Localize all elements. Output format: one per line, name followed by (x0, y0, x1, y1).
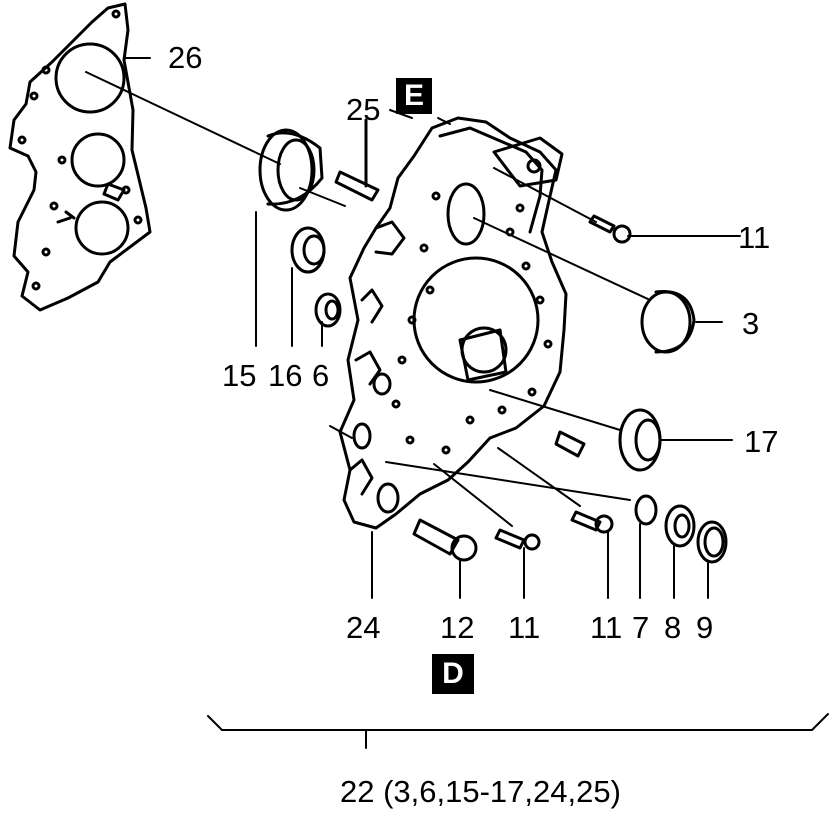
callout-11-mid: 11 (508, 610, 541, 645)
view-marker-e: E (396, 78, 432, 114)
ring-7 (634, 494, 658, 526)
bolt-12 (412, 518, 478, 562)
callout-16: 16 (268, 358, 303, 393)
washer-8 (664, 504, 696, 548)
assembly-caption: 22 (3,6,15-17,24,25) (340, 774, 621, 809)
bolt-11-mid (494, 528, 541, 551)
callout-8: 8 (664, 610, 682, 645)
bolt-11-right (570, 510, 614, 534)
callout-6: 6 (312, 358, 330, 393)
plug-3 (640, 290, 696, 354)
callout-26: 26 (168, 40, 203, 75)
callout-15: 15 (222, 358, 257, 393)
callout-3: 3 (742, 306, 760, 341)
view-marker-d: D (432, 654, 474, 694)
callout-7: 7 (632, 610, 650, 645)
assembly-bracket (207, 713, 829, 731)
callout-11-right: 11 (590, 610, 623, 645)
bolt-11-top (588, 214, 632, 244)
bolt-25 (334, 118, 380, 202)
seal-6 (314, 292, 342, 328)
oil-pump-housing (338, 116, 568, 530)
seal-16 (290, 226, 326, 274)
callout-17: 17 (744, 424, 779, 459)
seal-17 (618, 408, 662, 472)
gasket-26 (8, 2, 152, 312)
ring-9 (696, 520, 728, 564)
leader-26-axis (85, 71, 281, 165)
callout-24: 24 (346, 610, 381, 645)
callout-12: 12 (440, 610, 475, 645)
callout-11-top: 11 (738, 220, 771, 255)
seal-15 (258, 128, 324, 212)
callout-25: 25 (346, 92, 381, 127)
callout-9: 9 (696, 610, 714, 645)
